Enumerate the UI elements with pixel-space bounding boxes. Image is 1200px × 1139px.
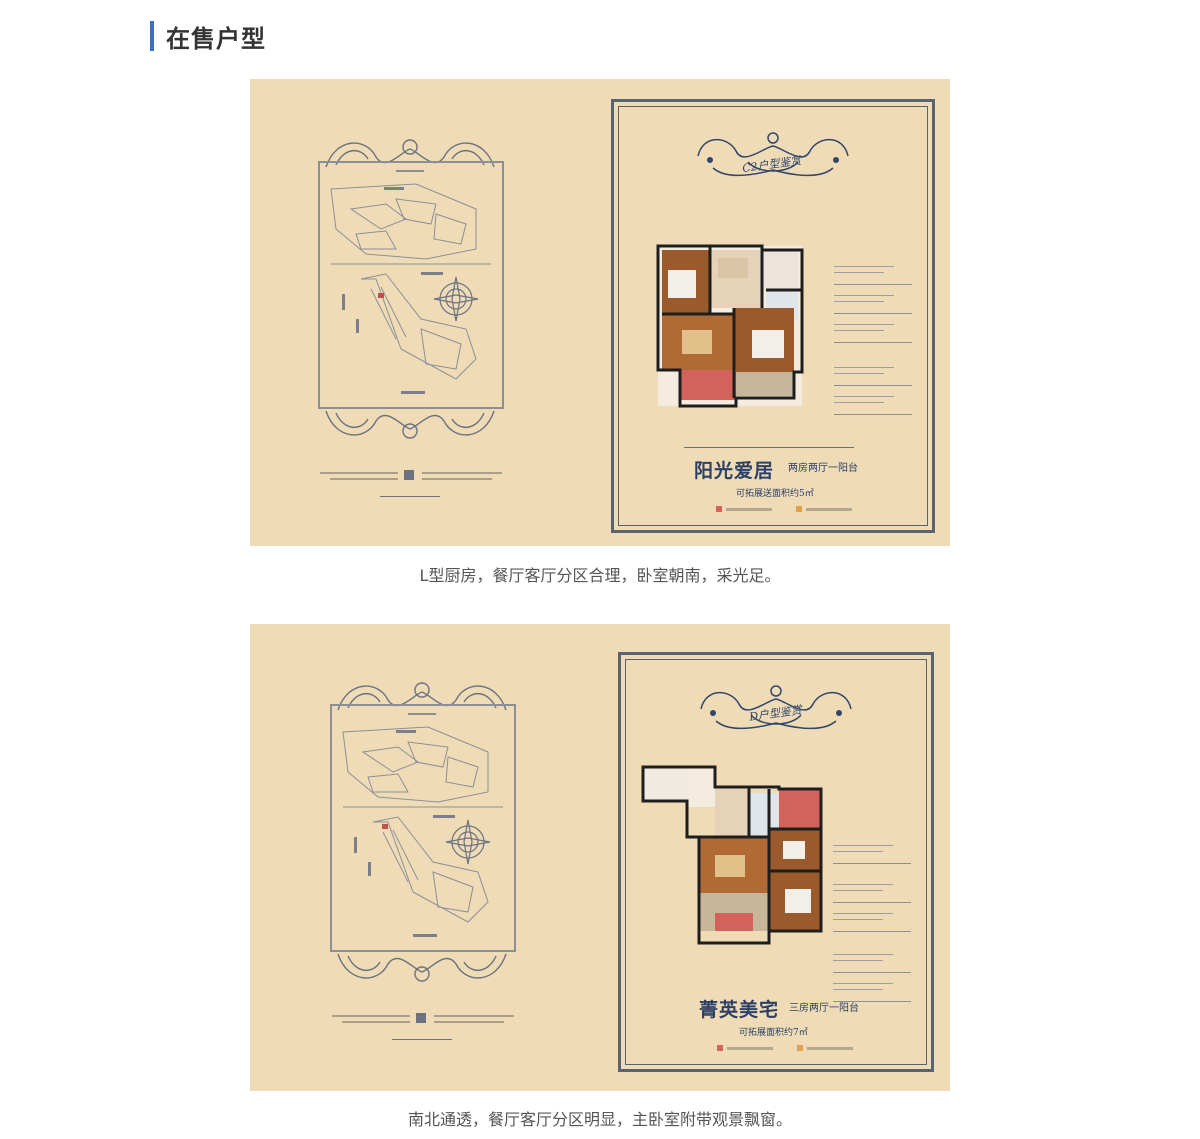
legend [717, 1045, 853, 1051]
detail-panel: D户型鉴赏 菁英美宅 [618, 652, 934, 1072]
notes-column [834, 262, 912, 421]
site-map-icon [330, 183, 491, 394]
plan-extra-area: 可拓展面积约7㎡ [739, 1028, 808, 1038]
floor-plan-icon [656, 244, 804, 408]
section-accent-bar [150, 21, 154, 51]
site-map-frame [330, 704, 516, 952]
floor-plan-icon [641, 765, 823, 945]
plan-name: 菁英美宅 [699, 999, 780, 1021]
fine-print-icon [320, 470, 502, 497]
site-map-panel [330, 672, 516, 982]
plan-extra-area: 可拓展送面积约5㎡ [736, 489, 814, 499]
notes-column [833, 841, 911, 1008]
site-map-panel [318, 129, 504, 439]
ornament-bottom-icon [325, 410, 495, 439]
badge-ornament-icon [697, 132, 849, 177]
plan-caption: L型厨房，餐厅客厅分区合理，卧室朝南，采光足。 [419, 566, 781, 585]
badge-ornament-icon [700, 685, 852, 730]
site-map-frame [318, 161, 504, 409]
floor-plan-card-c2[interactable]: C2户型鉴赏 阳光爱 [250, 79, 950, 546]
ornament-bottom-icon [337, 953, 507, 982]
fine-print-icon [332, 1013, 514, 1040]
section-header: 在售户型 [150, 20, 266, 53]
section-title: 在售户型 [166, 24, 266, 53]
plan-layout-type: 两房两厅一阳台 [788, 463, 858, 474]
detail-panel: C2户型鉴赏 阳光爱 [611, 99, 935, 533]
site-map-icon [342, 726, 503, 937]
legend [716, 506, 852, 512]
plan-name: 阳光爱居 [694, 460, 775, 482]
plan-layout-type: 三房两厅一阳台 [789, 1003, 859, 1014]
floor-plan-card-d[interactable]: D户型鉴赏 菁英美宅 [250, 624, 950, 1091]
plan-caption: 南北通透，餐厅客厅分区明显，主卧室附带观景飘窗。 [407, 1110, 792, 1129]
